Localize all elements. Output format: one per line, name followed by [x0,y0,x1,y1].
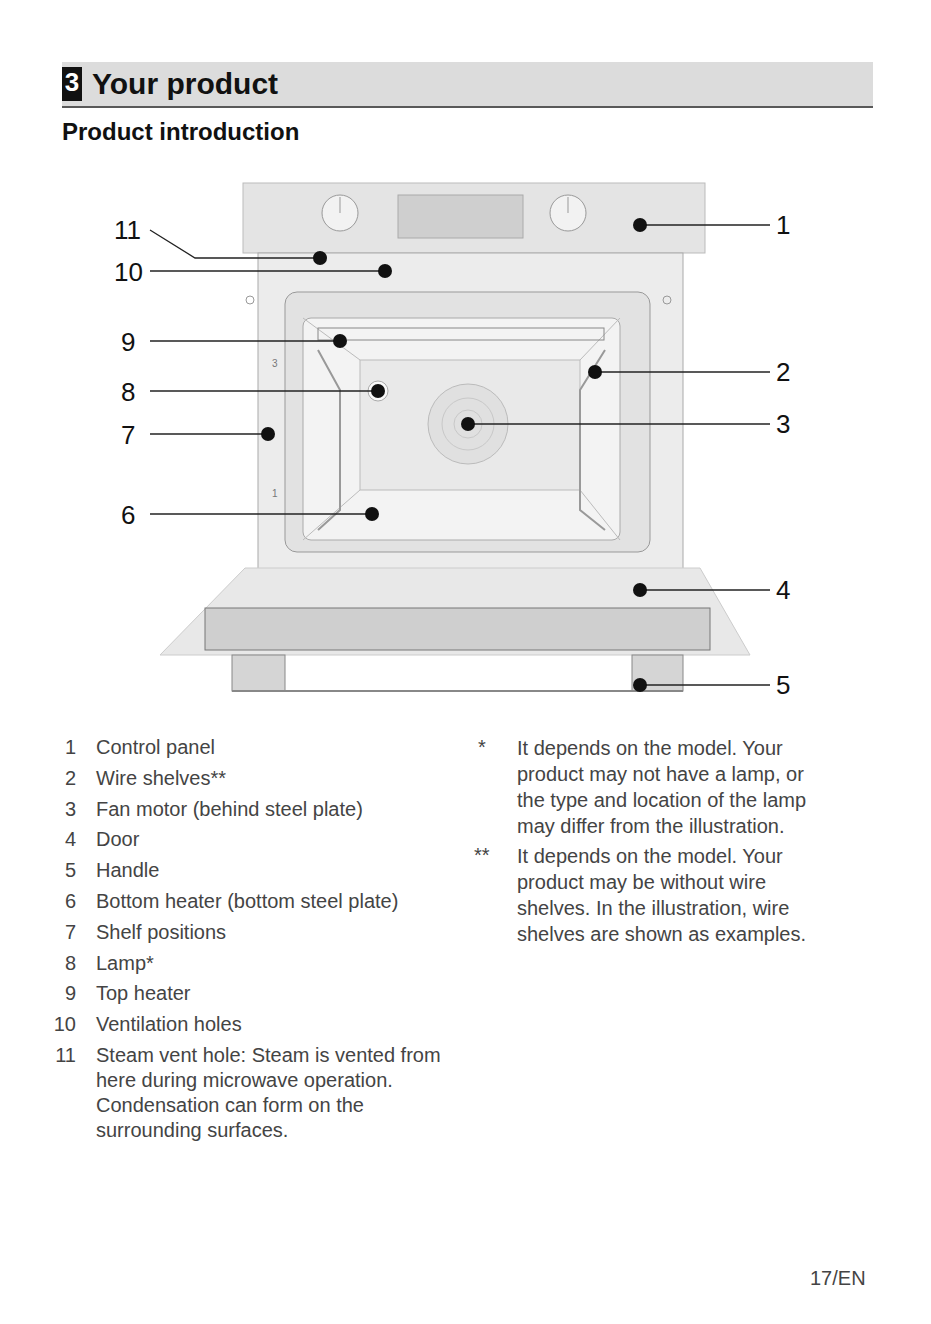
item-name: Lamp* [96,951,446,976]
item-name: Bottom heater (bottom steel plate) [96,889,446,914]
callout-number: 9 [121,327,135,358]
item-number: 1 [50,735,76,759]
note-text: It depends on the model. Your product ma… [517,843,837,947]
note-text: It depends on the model. Your product ma… [517,735,837,839]
item-name: Steam vent hole: Steam is vented from he… [96,1043,446,1143]
item-name: Control panel [96,735,446,760]
note-mark: ** [474,843,490,867]
shelf-number: 3 [272,358,278,370]
section-number: 3 [64,67,80,98]
callout-number: 11 [114,215,141,246]
shelf-number: 1 [272,488,278,500]
item-name: Top heater [96,981,446,1006]
item-number: 11 [50,1043,76,1067]
callout-number: 7 [121,420,135,451]
leader-dots [261,218,647,692]
callout-number: 10 [114,257,143,288]
item-number: 5 [50,858,76,882]
callout-number: 4 [776,575,790,606]
subheading: Product introduction [62,118,299,147]
section-box [62,67,82,101]
item-name: Ventilation holes [96,1012,446,1037]
callout-number: 5 [776,670,790,701]
item-number: 6 [50,889,76,913]
oven-drawing [160,183,750,691]
item-number: 4 [50,827,76,851]
note-mark: * [478,735,486,759]
item-number: 2 [50,766,76,790]
header-rule [62,106,873,108]
item-name: Fan motor (behind steel plate) [96,797,446,822]
item-name: Door [96,827,446,852]
item-name: Wire shelves** [96,766,446,791]
callout-number: 2 [776,357,790,388]
leader-lines [150,225,770,685]
callout-number: 6 [121,500,135,531]
item-name: Shelf positions [96,920,446,945]
section-title: Your product [92,66,278,102]
item-number: 10 [50,1012,76,1036]
item-number: 8 [50,951,76,975]
item-name: Handle [96,858,446,883]
item-number: 7 [50,920,76,944]
item-number: 3 [50,797,76,821]
item-number: 9 [50,981,76,1005]
callout-number: 1 [776,210,790,241]
callout-number: 3 [776,409,790,440]
header-band [62,62,873,106]
callout-number: 8 [121,377,135,408]
page-number: 17/EN [810,1266,866,1290]
